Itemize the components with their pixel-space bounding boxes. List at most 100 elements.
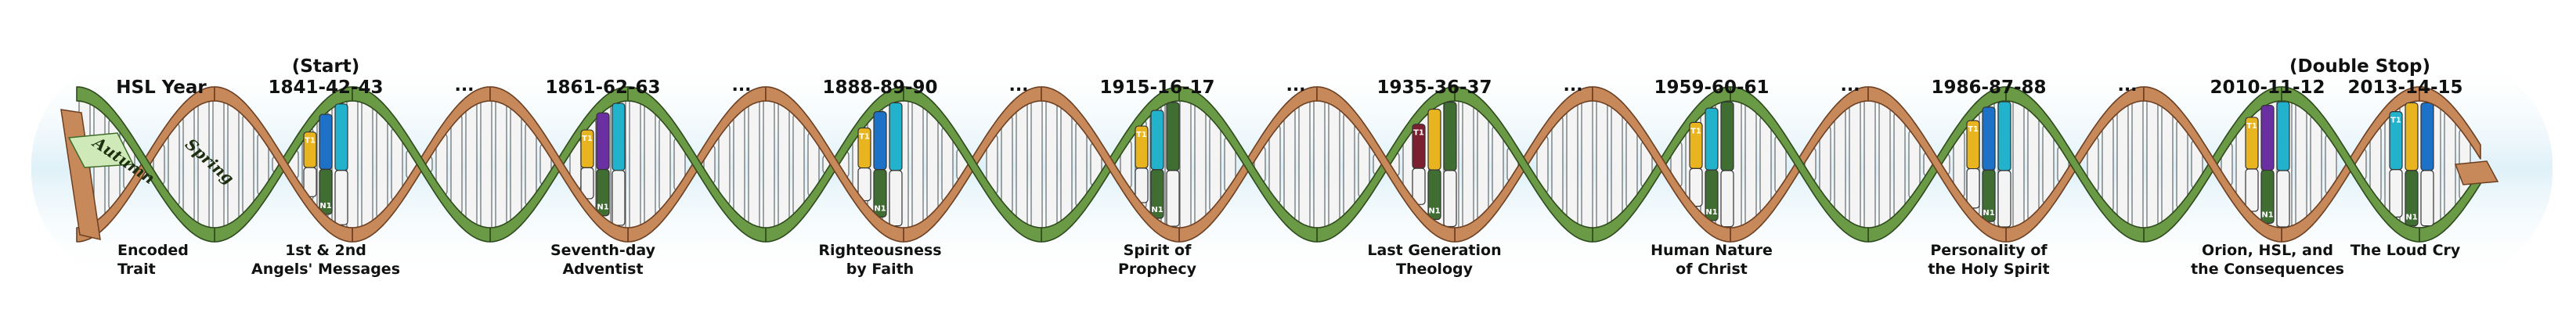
end-tail bbox=[2454, 160, 2499, 185]
colored-base-lower bbox=[1443, 170, 1457, 228]
start-label: (Start) bbox=[291, 56, 360, 77]
base-pair-rung bbox=[450, 113, 463, 216]
base-pair-rung bbox=[1045, 95, 1058, 234]
base-pair-rung bbox=[1477, 107, 1489, 221]
spring-strand-segment bbox=[214, 86, 353, 243]
n1-base-label: N1 bbox=[874, 204, 886, 213]
base-pair-rung bbox=[911, 96, 924, 232]
base-pair-rung bbox=[510, 105, 522, 224]
base-pair-rung bbox=[1625, 119, 1638, 210]
base-pair-rung bbox=[1551, 114, 1564, 214]
autumn-strand-segment bbox=[352, 86, 491, 243]
ellipsis-separator: ... bbox=[1840, 76, 1860, 95]
spring-strand-segment bbox=[1316, 86, 1456, 243]
base-pair-rung bbox=[2012, 95, 2025, 233]
colored-base-upper bbox=[1720, 101, 1734, 171]
base-pair-rung bbox=[792, 112, 805, 217]
year-label: 2013-14-15 bbox=[2347, 77, 2463, 98]
colored-base-lower bbox=[1689, 167, 1703, 207]
base-pair-rung bbox=[1462, 96, 1474, 232]
base-pair-rung bbox=[242, 113, 254, 216]
year-label: 1915-16-17 bbox=[1099, 77, 1215, 98]
base-pair-rung bbox=[1611, 103, 1623, 225]
colored-base-upper bbox=[1427, 108, 1441, 171]
base-pair-rung bbox=[1313, 93, 1326, 236]
t1-base-label: T1 bbox=[305, 137, 316, 146]
base-pair-rung bbox=[2102, 115, 2114, 214]
base-pair-rung bbox=[1298, 95, 1311, 233]
colored-base-lower bbox=[1997, 170, 2011, 228]
n1-base-label: N1 bbox=[319, 202, 331, 210]
encoded-trait-line-1: Encoded bbox=[117, 242, 189, 259]
t1-base-label: T1 bbox=[1413, 129, 1424, 138]
t1-base-label: T1 bbox=[582, 135, 593, 143]
base-pair-rung bbox=[1878, 98, 1891, 231]
colored-base-lower bbox=[2260, 169, 2275, 224]
colored-base-upper bbox=[2420, 102, 2434, 171]
autumn-strand-segment bbox=[903, 86, 1042, 243]
colored-base-upper bbox=[873, 110, 887, 171]
base-pair-rung bbox=[2116, 101, 2129, 228]
caption-line: Personality of bbox=[1930, 242, 2047, 259]
caption-line: Angels' Messages bbox=[251, 261, 400, 278]
colored-base-lower bbox=[889, 170, 903, 227]
colored-base-lower bbox=[612, 170, 626, 226]
year-label: 2010-11-12 bbox=[2210, 77, 2325, 98]
base-pair-rung bbox=[1834, 107, 1846, 221]
colored-base-upper bbox=[1150, 110, 1164, 171]
caption-line: Seventh-day bbox=[550, 242, 656, 259]
ellipsis-separator: ... bbox=[2117, 76, 2138, 95]
colored-base-lower bbox=[2405, 170, 2419, 227]
base-pair-rung bbox=[1194, 101, 1207, 228]
year-label: 1959-60-61 bbox=[1654, 77, 1770, 98]
base-pair-rung bbox=[1016, 100, 1028, 228]
year-label: 1986-87-88 bbox=[1931, 77, 2047, 98]
autumn-strand-segment bbox=[2419, 169, 2481, 243]
base-pair-rung bbox=[2161, 103, 2174, 226]
base-pair-rung bbox=[2176, 118, 2188, 210]
base-pair-rung bbox=[1744, 100, 1757, 228]
ellipsis-separator: ... bbox=[1563, 76, 1583, 95]
base-pair-rung bbox=[2131, 94, 2144, 235]
hsl-year-heading: HSL Year bbox=[116, 77, 207, 98]
encoded-trait-line-2: Trait bbox=[117, 261, 156, 278]
n1-base-label: N1 bbox=[2261, 210, 2273, 219]
base-pair-rung bbox=[733, 106, 745, 223]
autumn-strand-segment bbox=[1730, 86, 1869, 243]
t1-base-label: T1 bbox=[1690, 127, 1701, 135]
autumn-strand-tail bbox=[67, 132, 135, 168]
n1-base-label: N1 bbox=[1705, 208, 1717, 217]
colored-base-upper bbox=[2276, 101, 2290, 171]
colored-base-upper bbox=[1982, 106, 1996, 171]
base-pair-rung bbox=[361, 97, 373, 232]
colored-base-upper bbox=[889, 102, 903, 171]
colored-base-upper bbox=[2260, 105, 2275, 171]
base-pair-rung bbox=[2146, 95, 2159, 234]
encoded-trait-caption: Encoded Trait bbox=[117, 241, 189, 279]
colored-base-upper bbox=[1705, 107, 1719, 171]
autumn-strand-segment bbox=[1178, 86, 1318, 243]
ellipsis-separator: ... bbox=[1008, 76, 1029, 95]
n1-base-label: N1 bbox=[2405, 214, 2417, 222]
helix-strands-front bbox=[76, 86, 2481, 243]
base-pair-rung bbox=[1849, 96, 1861, 232]
base-pair-rung bbox=[1343, 111, 1355, 218]
base-pair-rung bbox=[1863, 93, 1876, 236]
colored-base-lower bbox=[2420, 170, 2434, 227]
base-pair-rung bbox=[2295, 100, 2307, 228]
spring-strand-segment bbox=[1592, 86, 1731, 243]
t1-base-label: T1 bbox=[1968, 125, 1979, 134]
